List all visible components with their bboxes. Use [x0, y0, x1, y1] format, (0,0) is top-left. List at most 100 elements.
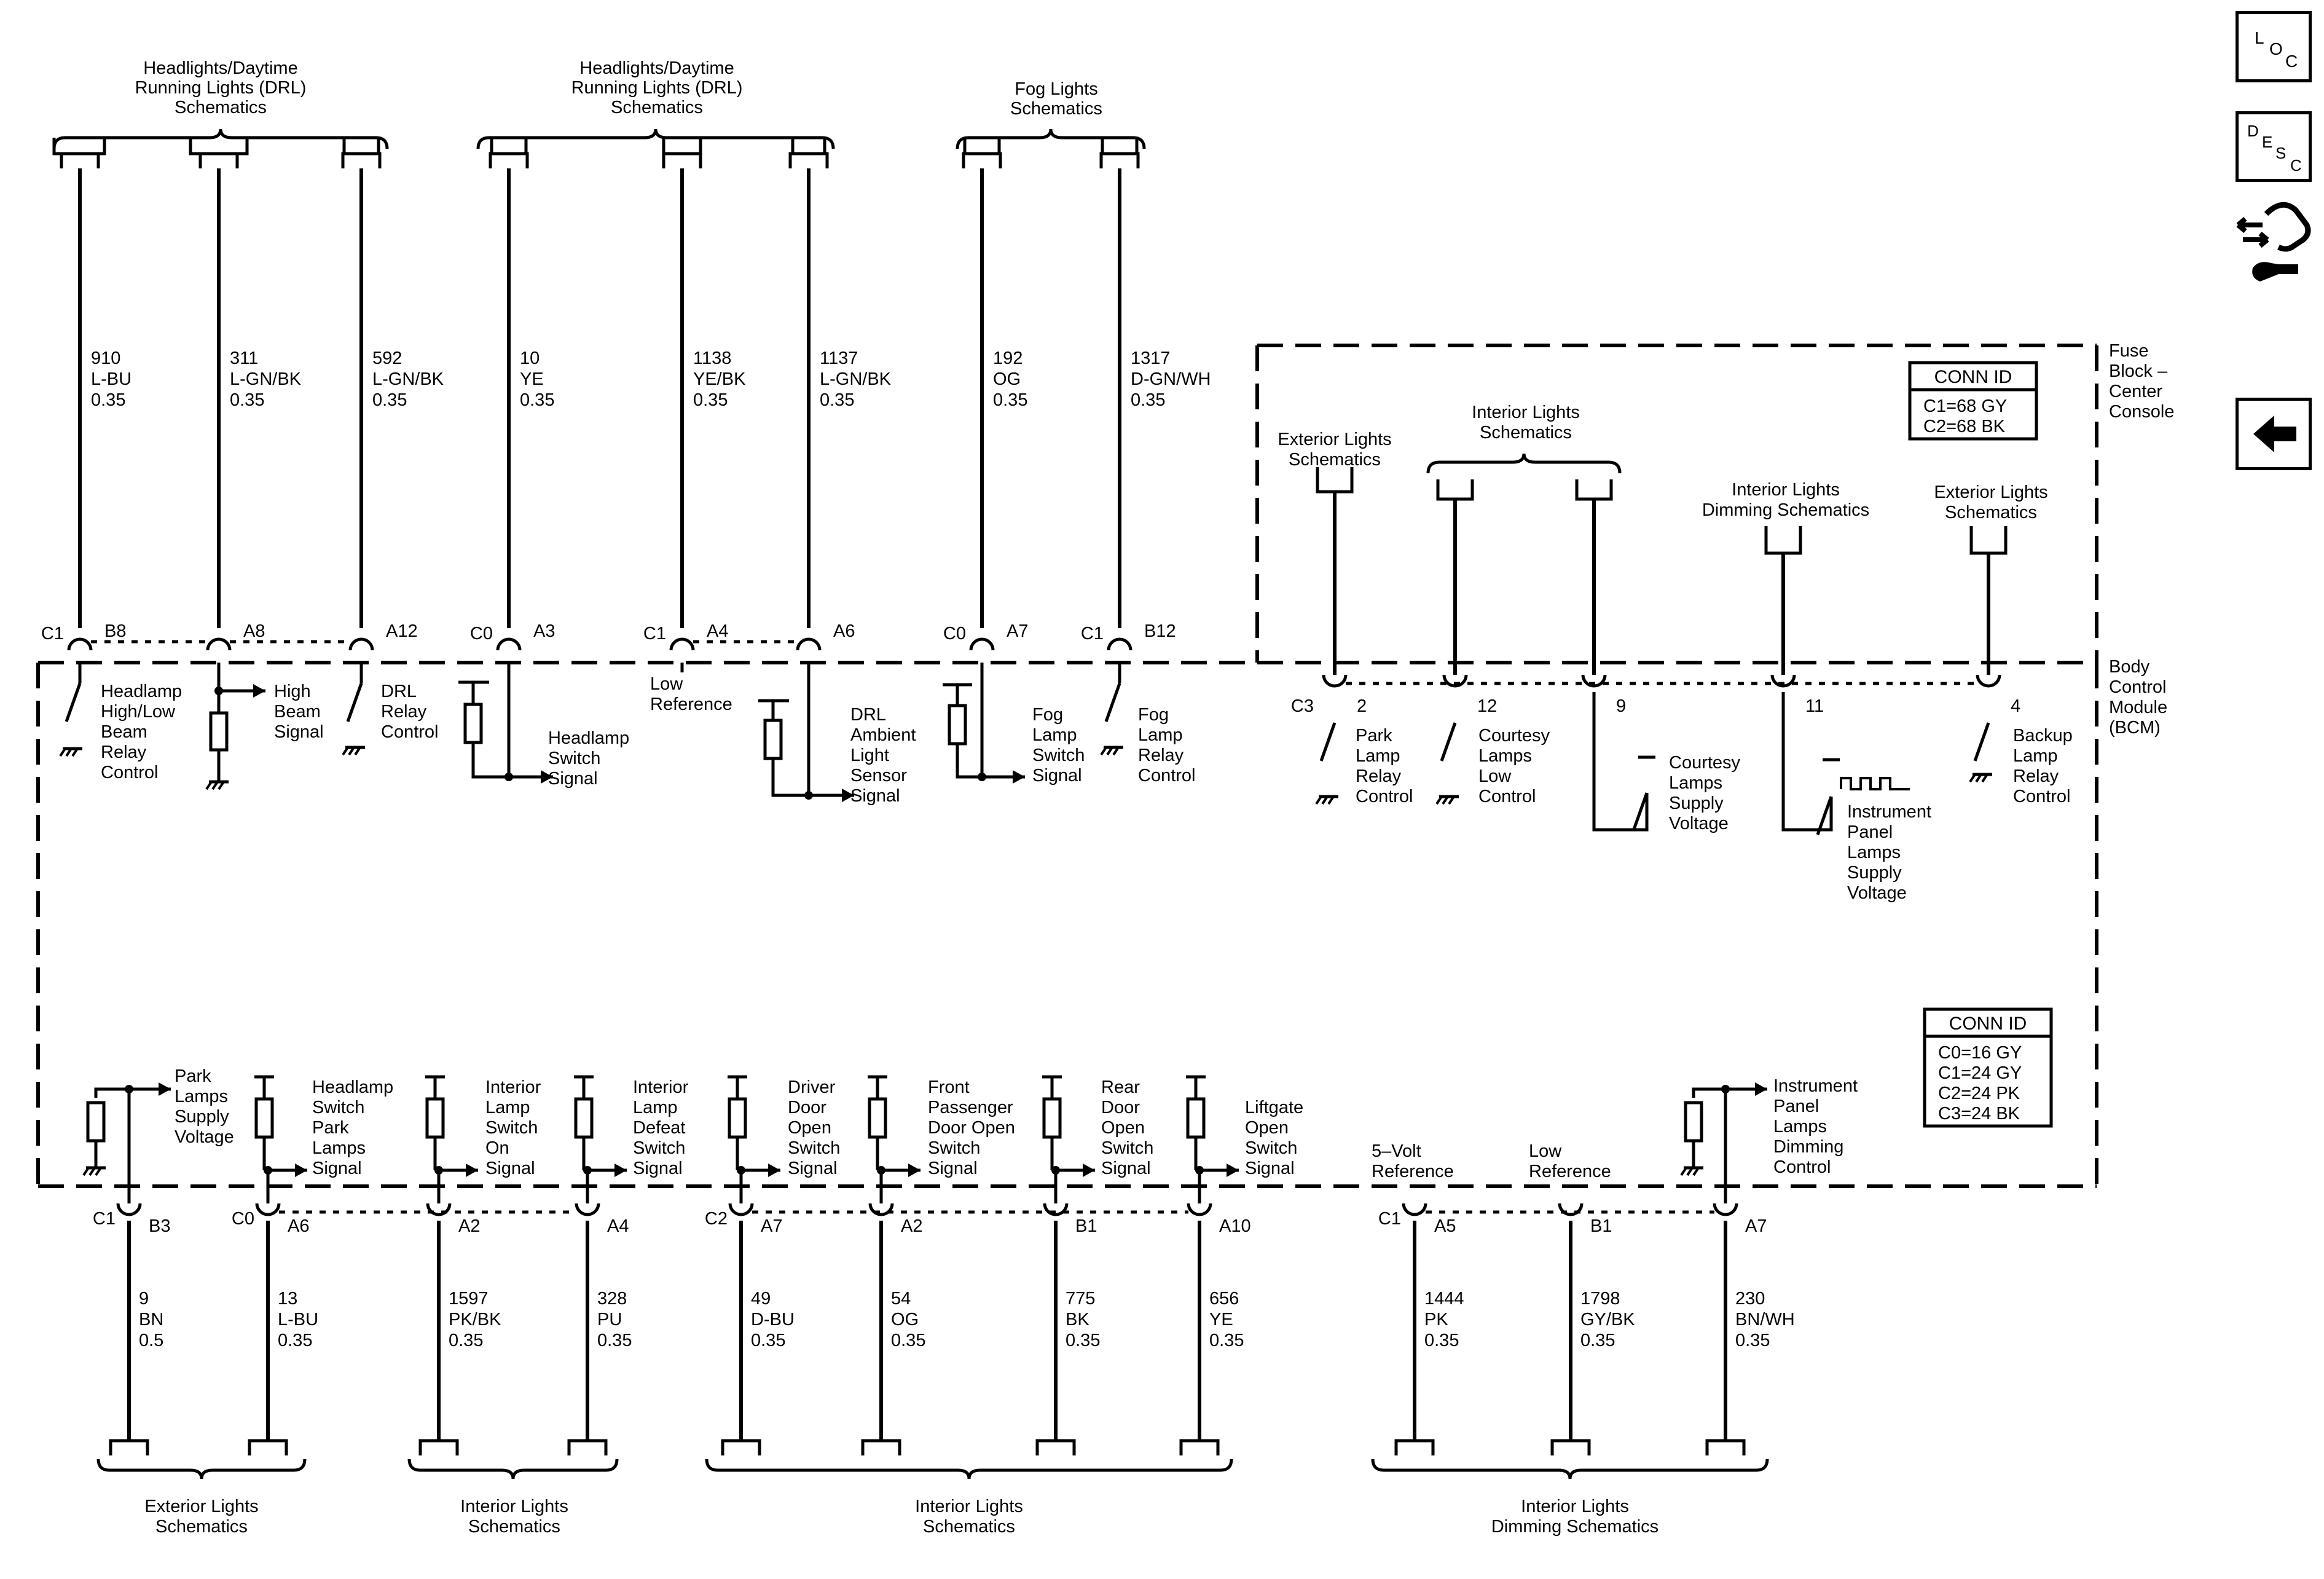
bottom-wire-4-circuit: 49	[751, 1289, 771, 1309]
bottom-input-5-resistor	[868, 1097, 887, 1139]
top-wire-7-connector	[1107, 637, 1133, 651]
top-group-brace-2	[956, 128, 1146, 149]
ip-lamps-desc-line-2: Lamps	[1847, 843, 1901, 862]
drl-sensor-desc-line-1: Ambient	[850, 725, 916, 745]
fog-switch-arrow	[1013, 770, 1025, 784]
courtesy-low-ground	[1435, 795, 1455, 805]
low-reference-bottom-desc-line-0: Low	[1529, 1141, 1562, 1161]
bottom-wire-10-pin: A7	[1745, 1216, 1767, 1236]
fuse-wire-3-pin: 11	[1805, 696, 1824, 716]
ip-dimming-ground	[1680, 1167, 1700, 1176]
bottom-input-1-desc-line-2: Park	[312, 1118, 349, 1138]
headlamp-relay-ground	[59, 747, 79, 757]
bottom-group-brace-1	[407, 1459, 619, 1479]
ip-lamps-switch	[1816, 796, 1833, 835]
bottom-wire-8-pin: A5	[1434, 1216, 1456, 1236]
ip-lamps-desc-line-4: Voltage	[1847, 883, 1907, 903]
courtesy-low-desc-line-2: Low	[1478, 766, 1512, 786]
bottom-wire-0-conn-id: C1	[93, 1209, 116, 1229]
description-icon: D E S C	[2247, 122, 2302, 175]
bottom-wire-1-circuit: 13	[278, 1289, 297, 1309]
desc-button[interactable]: D E S C	[2236, 111, 2312, 182]
top-wire-0-pin: B8	[104, 621, 126, 641]
headlamp-relay-switch	[65, 683, 82, 722]
top-wire-3-color: YE	[520, 369, 544, 389]
loc-letter-c: C	[2285, 52, 2298, 71]
loc-button[interactable]: L O C	[2236, 11, 2312, 82]
courtesy-supply-desc-line-1: Lamps	[1669, 773, 1722, 793]
top-group-1-title-line-2: Schematics	[611, 98, 703, 117]
fuse-wire-0-pin: 2	[1357, 696, 1367, 716]
fuse-ref-2-title-line-0: Interior Lights	[1732, 480, 1840, 500]
bottom-wire-4-color: D-BU	[751, 1310, 795, 1329]
park-supply-arrow	[159, 1082, 171, 1096]
bottom-input-4-arrow	[768, 1164, 780, 1177]
top-wire-0-conn-id: C1	[41, 624, 64, 644]
top-wire-1-circuit: 311	[230, 348, 258, 368]
fuse-ref-1-title-line-1: Schematics	[1480, 423, 1572, 443]
top-wire-6-female-terminal	[962, 152, 1002, 168]
bottom-wire-1-conn-id: C0	[232, 1209, 254, 1229]
top-wire-5-connector	[796, 637, 822, 651]
bottom-input-7-desc-line-1: Open	[1245, 1118, 1289, 1138]
backup-lamp-desc-line-2: Relay	[2013, 766, 2059, 786]
fog-relay-desc-line-3: Control	[1138, 766, 1196, 786]
bottom-wire-2-circuit: 1597	[449, 1289, 489, 1309]
bottom-input-7-desc-line-2: Switch	[1245, 1138, 1297, 1158]
fuse-block-label-line-0: Fuse	[2109, 341, 2148, 361]
five-volt-desc-line-1: Reference	[1372, 1162, 1454, 1181]
courtesy-supply-loop	[1592, 692, 1649, 832]
bottom-input-1-arrow	[295, 1164, 307, 1177]
back-button[interactable]	[2236, 398, 2312, 470]
fog-switch-desc-line-3: Signal	[1032, 766, 1082, 786]
bottom-wire-1-pin: A6	[288, 1216, 309, 1236]
bottom-wire-3-gauge: 0.35	[597, 1331, 632, 1350]
conn-id-table-bcm-row: C0=16 GY	[1938, 1043, 2022, 1063]
courtesy-low-desc-line-1: Lamps	[1478, 746, 1532, 766]
conn-id-table-bcm	[1923, 1007, 2053, 1128]
drl-sensor-resistor	[763, 719, 783, 760]
top-wire-3-gauge: 0.35	[520, 390, 554, 410]
ip-dimming-desc-line-4: Control	[1773, 1157, 1831, 1177]
headlamp-high-low-desc-line-3: Relay	[101, 742, 147, 762]
low-reference-bottom-desc-line-1: Reference	[1529, 1162, 1611, 1181]
repair-button[interactable]	[2234, 195, 2314, 289]
bottom-group-3-title-line-1: Dimming Schematics	[1491, 1517, 1659, 1537]
bottom-wire-10-connector	[1713, 1203, 1738, 1216]
top-wire-3-circuit: 10	[520, 348, 540, 368]
top-wire-3-connector	[496, 637, 522, 651]
low-reference-desc-line-1: Reference	[650, 695, 732, 714]
fuse-ref-2-title-line-1: Dimming Schematics	[1702, 500, 1869, 520]
headlamp-high-low-desc-line-2: Beam	[101, 722, 147, 742]
fuse-wire-1-connector	[1442, 674, 1468, 688]
bottom-wire-3-color: PU	[597, 1310, 622, 1329]
bottom-wire-4-conn-id: C2	[705, 1209, 728, 1229]
bottom-group-brace-3	[1371, 1459, 1769, 1479]
location-icon: L O C	[2255, 28, 2298, 71]
ip-dimming-desc-line-3: Dimming	[1773, 1137, 1843, 1157]
top-wire-3-conn-id: C0	[470, 624, 493, 644]
bottom-input-4-desc-line-3: Switch	[788, 1138, 840, 1158]
fog-relay-switch	[1104, 683, 1121, 722]
bottom-wire-5-gauge: 0.35	[891, 1331, 925, 1350]
drl-sensor-desc-line-2: Light	[850, 746, 889, 765]
park-supply-desc-line-2: Supply	[175, 1107, 229, 1127]
ip-dimming-desc-line-2: Lamps	[1773, 1117, 1827, 1136]
top-group-0-title-line-1: Running Lights (DRL)	[135, 78, 307, 98]
top-wire-1-gauge: 0.35	[230, 390, 264, 410]
bottom-wire-2-pin: A2	[458, 1216, 480, 1236]
bottom-input-6-desc-line-2: Open	[1101, 1118, 1145, 1138]
top-wire-4-circuit: 1138	[693, 348, 731, 368]
top-group-tab-1	[189, 138, 249, 156]
park-supply-ground	[82, 1167, 102, 1176]
bottom-wire-4-pin: A7	[761, 1216, 782, 1236]
bottom-wire-9-female-terminal	[1550, 1439, 1591, 1455]
fog-relay-ground	[1100, 746, 1120, 756]
bottom-wire-1-female-terminal	[248, 1439, 288, 1455]
desc-letter-e: E	[2262, 133, 2272, 151]
park-lamp-ground	[1315, 795, 1335, 805]
bottom-input-2-desc-line-1: Lamp	[485, 1098, 530, 1117]
bcm-label-line-1: Control	[2109, 677, 2167, 697]
top-wire-0-circuit: 910	[91, 348, 120, 368]
bottom-wire-10-circuit: 230	[1735, 1289, 1765, 1309]
